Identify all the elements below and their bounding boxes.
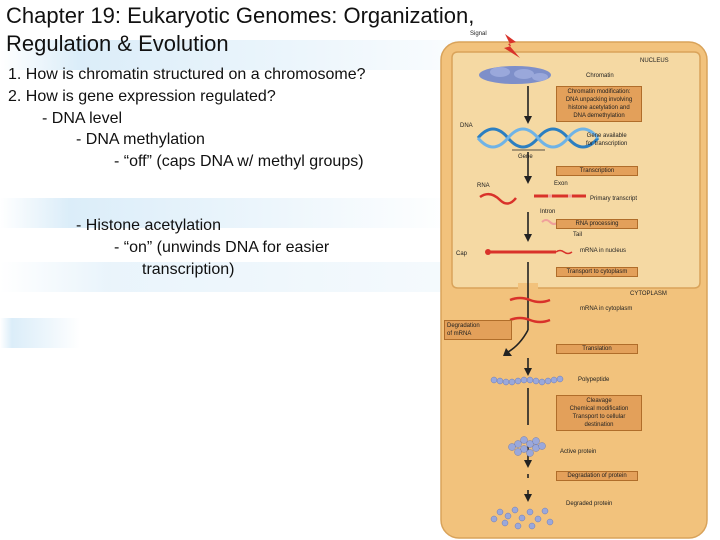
signal-bolt-icon xyxy=(504,34,520,58)
slide-title: Chapter 19: Eukaryotic Genomes: Organiza… xyxy=(6,2,474,58)
bullet-question-1: 1. How is chromatin structured on a chro… xyxy=(8,66,366,83)
active-protein-icon xyxy=(508,436,546,457)
bullet-off: - “off” (caps DNA w/ methyl groups) xyxy=(114,153,364,170)
translation-box: Translation xyxy=(556,344,638,354)
bullet-on: - “on” (unwinds DNA for easier xyxy=(114,239,330,256)
degraded-protein-label: Degraded protein xyxy=(566,501,613,507)
bullet-histone-acetylation: - Histone acetylation xyxy=(76,217,221,234)
transport-to-cytoplasm-box: Transport to cytoplasm xyxy=(556,267,638,277)
mrna-cytoplasm xyxy=(509,316,551,324)
bullet-transcription: transcription) xyxy=(142,261,235,278)
degradation-protein-box: Degradation of protein xyxy=(556,471,638,481)
degradation-mrna-box: Degradation of mRNA xyxy=(444,320,512,340)
chromatin-icon xyxy=(479,66,551,84)
chromatin-label: Chromatin xyxy=(586,73,614,79)
intron-fragment xyxy=(541,219,559,225)
signal-label: Signal xyxy=(470,31,487,37)
rna-processing-box: RNA processing xyxy=(556,219,638,229)
background-band xyxy=(0,40,520,70)
title-line-1: Chapter 19: Eukaryotic Genomes: Organiza… xyxy=(6,3,475,28)
title-line-2: Regulation & Evolution xyxy=(6,31,229,56)
tail-label: Tail xyxy=(573,232,583,238)
transcription-box: Transcription xyxy=(556,166,638,176)
rna-label: RNA xyxy=(477,183,490,189)
background-band xyxy=(0,198,460,228)
primary-transcript-label: Primary transcript xyxy=(590,196,638,202)
nucleus-label: NUCLEUS xyxy=(640,58,669,64)
cleavage-box: Cleavage Chemical modification Transport… xyxy=(556,395,642,431)
chromatin-modification-box: Chromatin modification: DNA unpacking in… xyxy=(556,86,642,122)
dna-helix-icon xyxy=(476,127,600,149)
mrna-nucleus-label: mRNA in nucleus xyxy=(580,248,627,254)
intron-label: Intron xyxy=(540,209,556,215)
bullet-dna-level: - DNA level xyxy=(42,110,123,127)
exon-label: Exon xyxy=(554,181,568,187)
cytoplasm-label: CYTOPLASM xyxy=(630,291,667,297)
polypeptide-icon xyxy=(490,375,564,386)
active-protein-label: Active protein xyxy=(560,449,597,455)
gene-label: Gene xyxy=(518,154,533,160)
cap-label: Cap xyxy=(456,251,468,257)
dna-label: DNA xyxy=(460,123,473,129)
bullet-question-2: 2. How is gene expression regulated? xyxy=(8,88,276,105)
background-band xyxy=(0,318,80,348)
rna-strand xyxy=(479,192,517,205)
polypeptide-label: Polypeptide xyxy=(578,377,610,383)
degraded-protein-icon xyxy=(490,506,554,530)
gene-available-label: Gene available for transcription xyxy=(586,133,628,147)
mrna-cytoplasm-label: mRNA in cytoplasm xyxy=(580,306,633,312)
bullet-dna-methylation: - DNA methylation xyxy=(76,131,205,148)
